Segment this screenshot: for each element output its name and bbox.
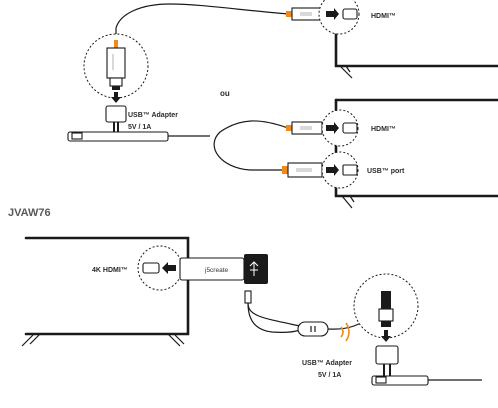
power-strip-top (67, 131, 210, 142)
dongle-main: j5create (179, 254, 268, 284)
power-label-bottom: 5V / 1A (318, 372, 341, 379)
dotted-circle-usb-mid (321, 151, 359, 189)
arrow-down-icon-top (111, 92, 121, 103)
power-label-top: 5V / 1A (128, 124, 151, 131)
usb-port-label: USB™ port (367, 168, 405, 175)
dotted-circle-usb-bottom (353, 273, 419, 339)
usb-adapter-label-bottom: USB™ Adapter (302, 360, 352, 367)
dotted-circle-hdmi-4k (137, 245, 183, 291)
tv-bottom (21, 236, 190, 347)
power-brick-top (105, 105, 127, 132)
usb-cable-dongle (244, 290, 301, 333)
hdmi-4k-label: 4K HDMI™ (92, 267, 128, 274)
usb-icon (249, 261, 259, 276)
wireless-signal-icon (340, 322, 350, 342)
dongle-mid-hdmi (286, 121, 323, 135)
model-title: JVAW76 (8, 207, 51, 219)
hdmi-label-mid: HDMI™ (371, 126, 396, 133)
cable-top (115, 3, 289, 42)
cable-mid-loop (213, 120, 289, 171)
dotted-circle-usb-top (83, 33, 149, 99)
power-brick-bottom (375, 345, 399, 376)
hdmi-label-top: HDMI™ (371, 13, 396, 20)
dotted-circle-hdmi-top (318, 0, 360, 35)
dotted-circle-hdmi-mid (321, 109, 359, 147)
tv-middle (334, 98, 498, 209)
dongle-top-hdmi (286, 7, 323, 21)
ou-label: ou (220, 89, 230, 98)
arrow-down-icon-bottom (381, 330, 391, 342)
dongle-mid-usb (282, 162, 323, 178)
usb-adapter-label-top: USB™ Adapter (128, 112, 178, 119)
power-strip-bottom (371, 375, 482, 386)
tv-top (334, 0, 498, 79)
device-brand-mark: j5create (204, 267, 229, 274)
